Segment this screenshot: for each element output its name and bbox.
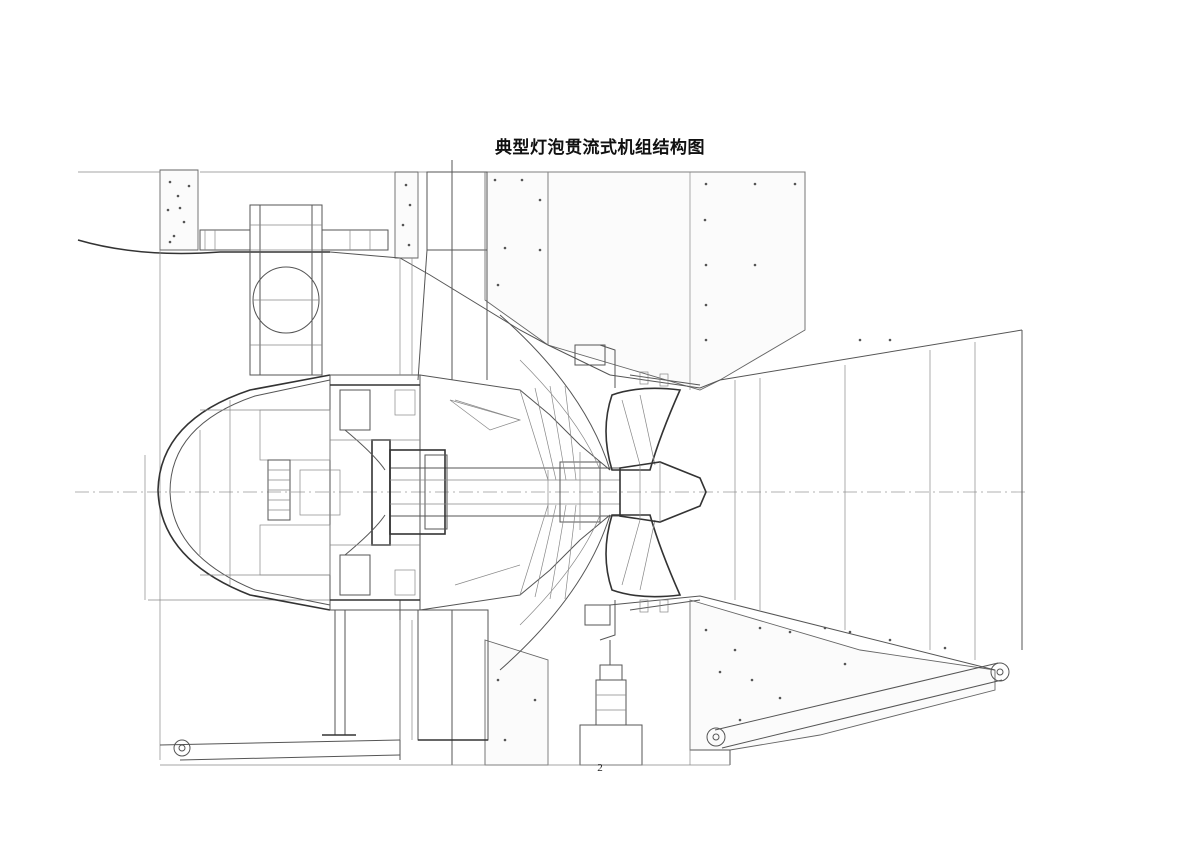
stay-cone-frame	[419, 314, 611, 671]
concrete-upper-middle	[484, 171, 549, 346]
page-number: 2	[597, 762, 603, 774]
lower-rail-right	[690, 662, 1010, 765]
draft-tube-section-lines	[734, 342, 976, 660]
lower-stay-column	[399, 609, 489, 765]
generator-housing	[259, 374, 421, 611]
page-title: 典型灯泡贯流式机组结构图	[495, 138, 705, 158]
access-shaft	[199, 204, 389, 376]
lower-rail-left	[159, 739, 401, 761]
main-shaft	[389, 449, 621, 535]
runner-cone	[619, 461, 707, 523]
concrete-upper-left	[159, 169, 419, 259]
concrete-upper-right	[547, 171, 806, 391]
misc-outlines	[160, 172, 730, 766]
concrete-lower-middle	[484, 639, 549, 766]
servomotor-pedestal	[579, 640, 643, 766]
discharge-ring	[574, 344, 701, 641]
runner-blades	[605, 387, 682, 598]
bulb-support-leg	[322, 609, 356, 736]
upper-stay-column	[399, 160, 488, 381]
